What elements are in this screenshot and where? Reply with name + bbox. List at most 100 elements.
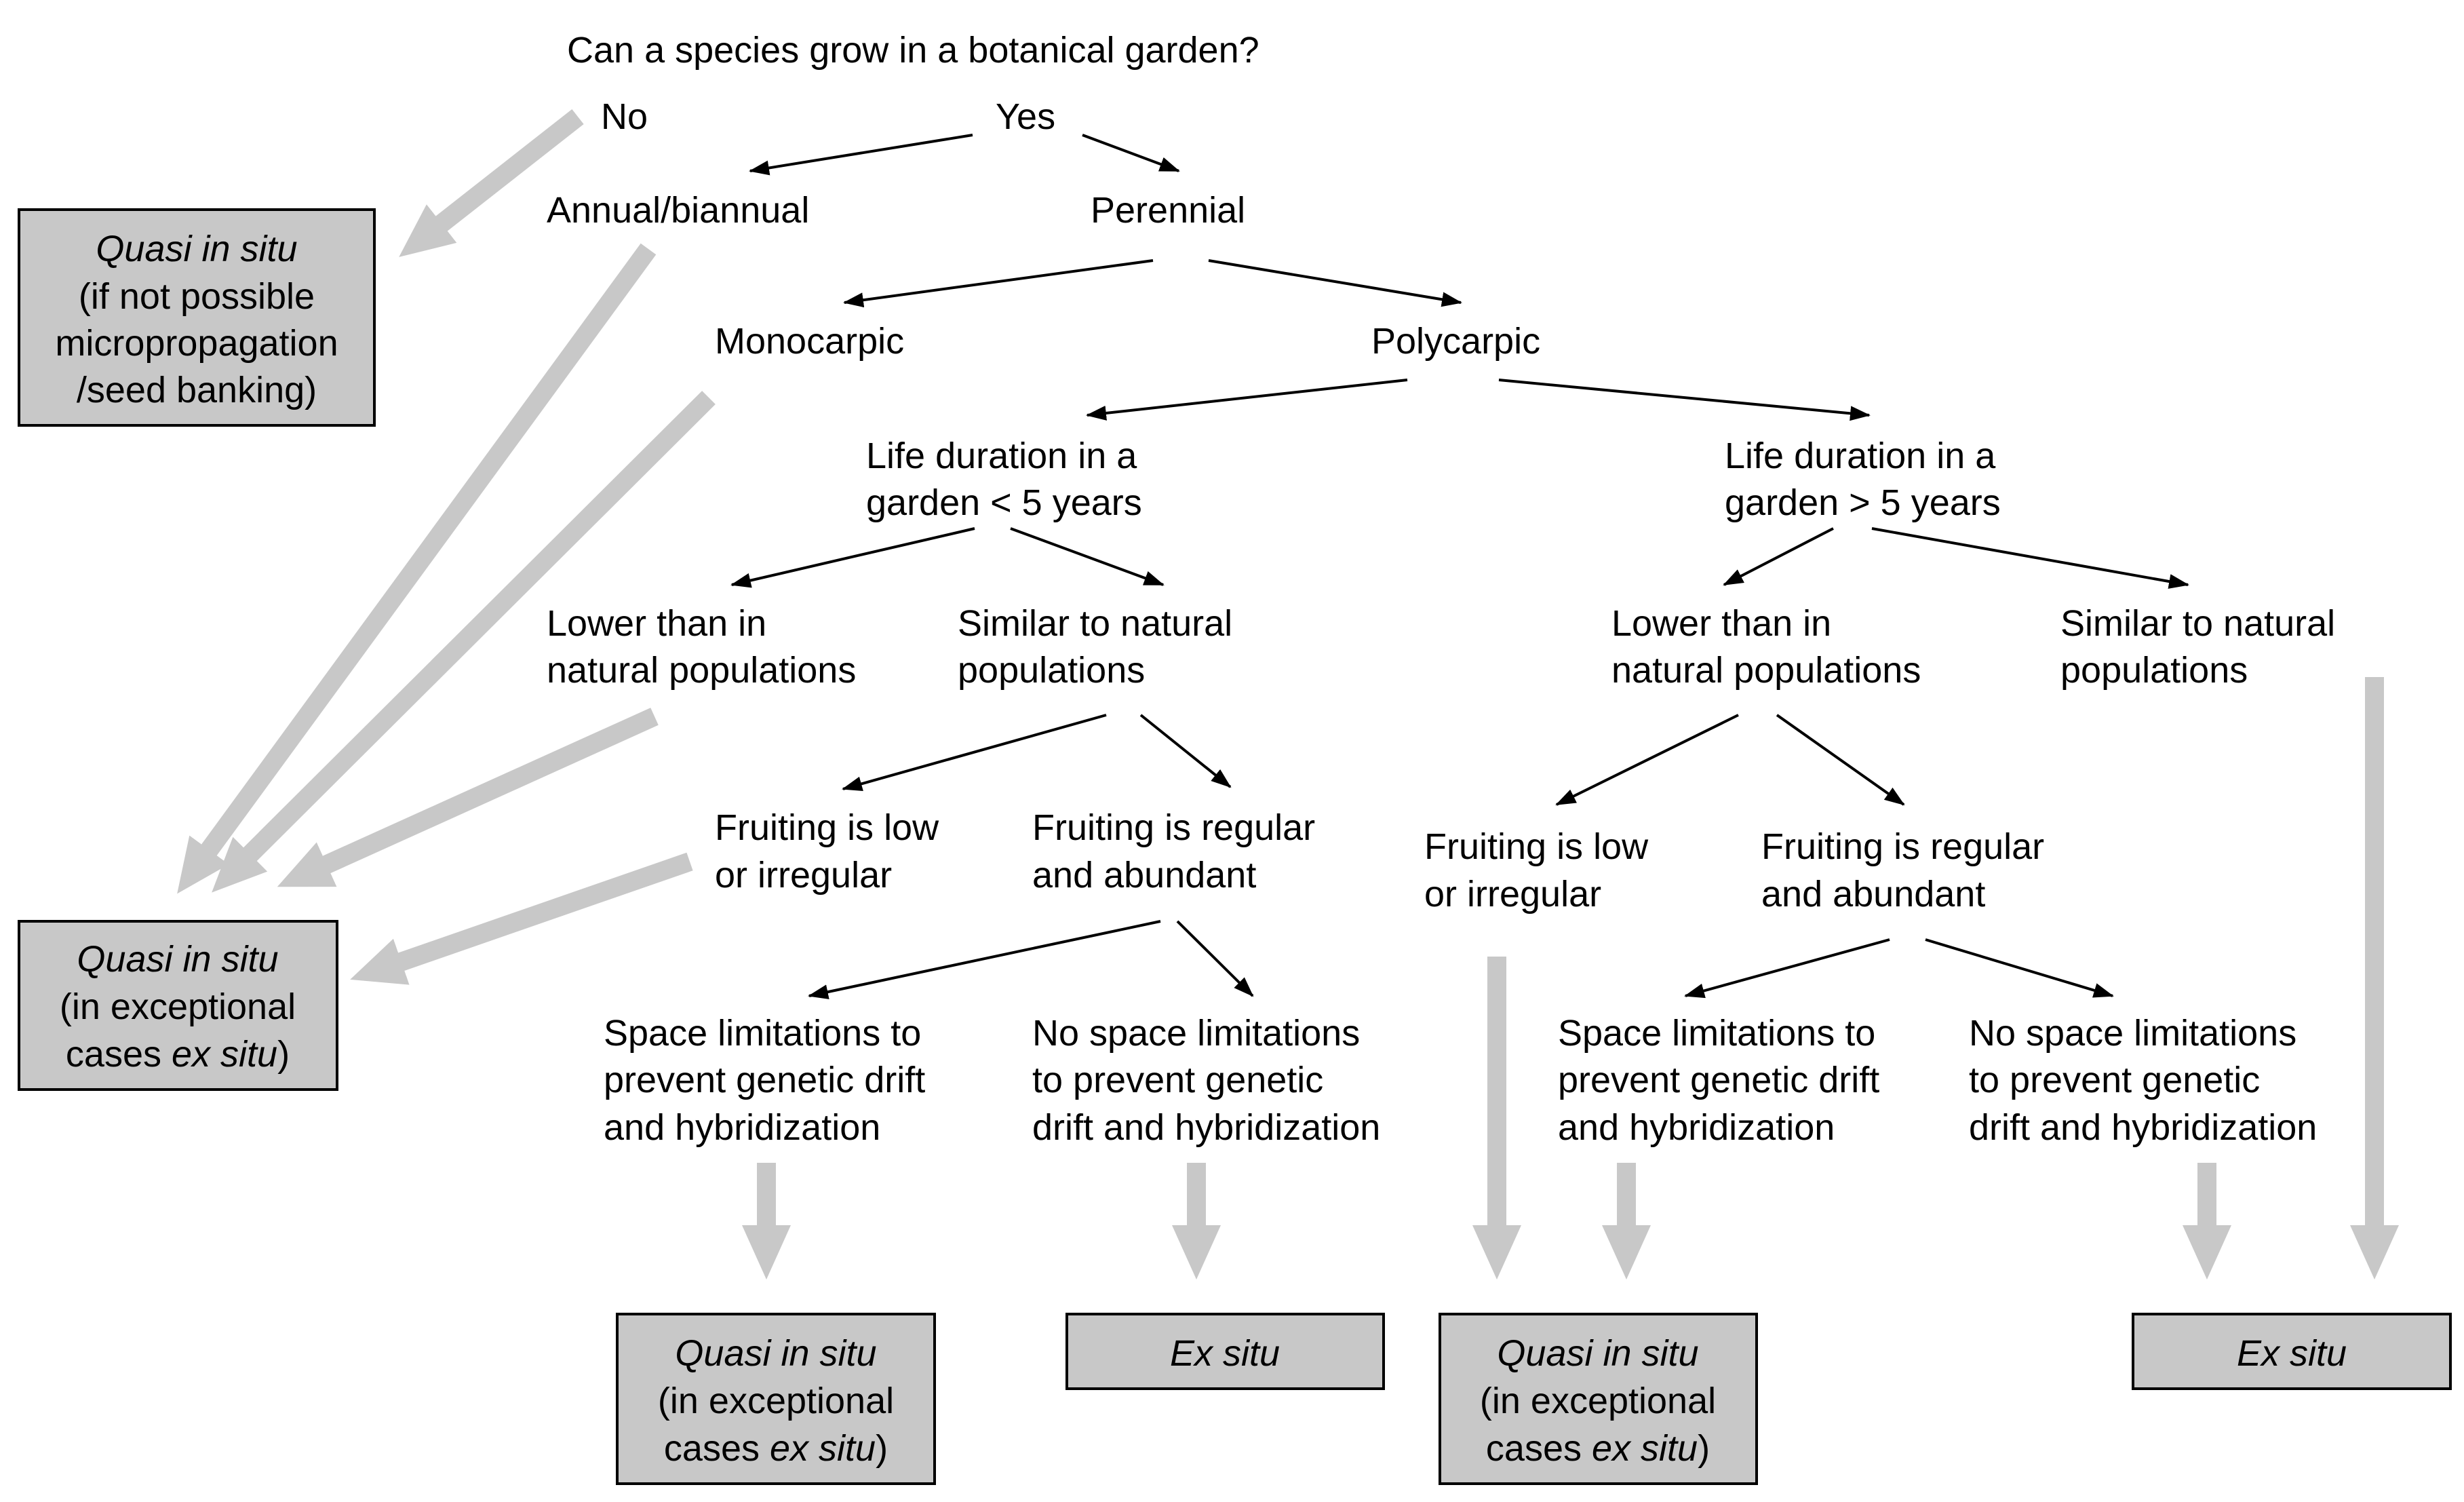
svg-text:Fruiting is low: Fruiting is low — [1424, 826, 1649, 867]
svg-text:Fruiting is regular: Fruiting is regular — [1761, 826, 2044, 867]
node-perennial: Perennial — [1091, 190, 1245, 231]
outcome-quasi-left-line2: (in exceptional — [60, 986, 296, 1027]
node-fruiting-regular-left: Fruiting is regular and abundant — [1032, 807, 1315, 896]
arrow-yes-to-annual — [749, 134, 973, 176]
arrow-lower-right-to-fruiting-low — [1555, 714, 1739, 806]
outcome-quasi-top-line4: /seed banking) — [77, 370, 317, 410]
node-lower-left: Lower than in natural populations — [547, 603, 856, 691]
svg-text:to prevent genetic: to prevent genetic — [1032, 1060, 1323, 1100]
svg-text:Lower than in: Lower than in — [547, 603, 766, 644]
svg-text:and hybridization: and hybridization — [1558, 1107, 1835, 1148]
svg-text:and abundant: and abundant — [1032, 855, 1256, 896]
outcome-quasi-bottom-right: Quasi in situ (in exceptional cases ex s… — [1439, 1313, 1758, 1485]
arrow-fruiting-regular-right-to-space-lim — [1684, 938, 1890, 999]
svg-text:populations: populations — [958, 650, 1145, 691]
node-annual: Annual/biannual — [547, 190, 809, 231]
outcome-ex-situ-left: Ex situ — [1065, 1313, 1385, 1390]
outcome-quasi-bottom-left-title: Quasi in situ — [675, 1333, 876, 1374]
arrow-yes-to-perennial — [1082, 134, 1180, 172]
node-monocarpic: Monocarpic — [715, 321, 904, 362]
outcome-quasi-bottom-left-line3: cases ex situ) — [664, 1428, 888, 1469]
arrow-perennial-to-monocarpic — [843, 259, 1154, 308]
answer-yes: Yes — [996, 96, 1055, 137]
arrow-polycarpic-to-short — [1086, 379, 1408, 421]
arrow-short-to-lower — [730, 527, 975, 588]
gray-arrow-lower-to-quasi — [277, 708, 659, 887]
svg-text:Life duration in a: Life duration in a — [1725, 436, 1996, 476]
arrow-fruiting-regular-right-to-no-space — [1925, 938, 2114, 998]
outcome-ex-situ-right-label: Ex situ — [2237, 1333, 2347, 1374]
node-fruiting-low-right: Fruiting is low or irregular — [1424, 826, 1649, 914]
node-duration-long: Life duration in a garden > 5 years — [1725, 436, 2001, 523]
svg-text:Lower than in: Lower than in — [1611, 603, 1831, 644]
gray-arrow-annual-to-quasi — [177, 243, 657, 894]
svg-text:drift and hybridization: drift and hybridization — [1969, 1107, 2317, 1148]
svg-text:or irregular: or irregular — [1424, 874, 1601, 914]
outcome-quasi-bottom-right-line2: (in exceptional — [1480, 1381, 1716, 1421]
svg-text:garden < 5 years: garden < 5 years — [866, 482, 1142, 523]
node-similar-right: Similar to natural populations — [2060, 603, 2335, 691]
arrow-fruiting-regular-to-space-lim — [808, 920, 1161, 999]
svg-text:No space limitations: No space limitations — [1969, 1013, 2296, 1054]
svg-text:Similar to natural: Similar to natural — [2060, 603, 2335, 644]
outcome-quasi-bottom-left: Quasi in situ (in exceptional cases ex s… — [616, 1313, 936, 1485]
svg-text:Similar to natural: Similar to natural — [958, 603, 1232, 644]
svg-text:and abundant: and abundant — [1761, 874, 1985, 914]
svg-text:Fruiting is low: Fruiting is low — [715, 807, 939, 848]
arrow-polycarpic-to-long — [1498, 379, 1871, 421]
outcome-quasi-top-line2: (if not possible — [79, 276, 315, 317]
outcome-quasi-bottom-right-line3: cases ex situ) — [1486, 1428, 1710, 1469]
arrow-perennial-to-polycarpic — [1208, 259, 1462, 307]
outcome-ex-situ-left-label: Ex situ — [1170, 1333, 1280, 1374]
question-title: Can a species grow in a botanical garden… — [567, 30, 1259, 71]
arrow-long-to-lower — [1723, 527, 1834, 586]
svg-text:populations: populations — [2060, 650, 2248, 691]
svg-text:Space limitations to: Space limitations to — [604, 1013, 921, 1054]
outcome-quasi-left-line3: cases ex situ) — [66, 1034, 290, 1075]
arrow-short-to-similar — [1010, 527, 1165, 586]
gray-arrow-monocarpic-to-quasi — [212, 391, 716, 893]
svg-text:No space limitations: No space limitations — [1032, 1013, 1360, 1054]
gray-arrows — [177, 109, 2399, 1279]
svg-text:Life duration in a: Life duration in a — [866, 436, 1137, 476]
outcome-quasi-top-line3: micropropagation — [55, 323, 338, 364]
svg-text:and hybridization: and hybridization — [604, 1107, 880, 1148]
arrow-fruiting-regular-to-no-space — [1176, 920, 1254, 997]
svg-text:prevent genetic drift: prevent genetic drift — [604, 1060, 925, 1100]
node-no-space-left: No space limitations to prevent genetic … — [1032, 1013, 1380, 1148]
svg-text:prevent genetic drift: prevent genetic drift — [1558, 1060, 1879, 1100]
arrow-lower-right-to-fruiting-regular — [1776, 714, 1905, 806]
node-no-space-right: No space limitations to prevent genetic … — [1969, 1013, 2317, 1148]
node-space-lim-left: Space limitations to prevent genetic dri… — [604, 1013, 925, 1148]
outcome-quasi-bottom-left-line2: (in exceptional — [658, 1381, 894, 1421]
node-fruiting-low-left: Fruiting is low or irregular — [715, 807, 939, 896]
node-fruiting-regular-right: Fruiting is regular and abundant — [1761, 826, 2044, 914]
arrow-long-to-similar — [1871, 527, 2189, 589]
node-similar-left: Similar to natural populations — [958, 603, 1232, 691]
node-duration-short: Life duration in a garden < 5 years — [866, 436, 1142, 523]
answer-no: No — [601, 96, 648, 137]
gray-arrow-no-to-quasi-top — [399, 109, 584, 257]
outcome-quasi-left-title: Quasi in situ — [77, 939, 278, 980]
gray-arrow-fruiting-low-to-quasi — [350, 852, 693, 985]
svg-text:Space limitations to: Space limitations to — [1558, 1013, 1875, 1054]
node-lower-right: Lower than in natural populations — [1611, 603, 1921, 691]
node-space-lim-right: Space limitations to prevent genetic dri… — [1558, 1013, 1879, 1148]
svg-text:natural populations: natural populations — [547, 650, 856, 691]
outcome-quasi-top: Quasi in situ (if not possible microprop… — [18, 208, 376, 427]
svg-text:drift and hybridization: drift and hybridization — [1032, 1107, 1380, 1148]
svg-text:or irregular: or irregular — [715, 855, 892, 896]
svg-text:natural populations: natural populations — [1611, 650, 1921, 691]
outcome-quasi-left: Quasi in situ (in exceptional cases ex s… — [18, 920, 338, 1091]
outcome-ex-situ-right: Ex situ — [2132, 1313, 2452, 1390]
svg-text:Fruiting is regular: Fruiting is regular — [1032, 807, 1315, 848]
outcome-quasi-top-line1: Quasi in situ — [96, 229, 297, 269]
node-polycarpic: Polycarpic — [1371, 321, 1540, 362]
svg-text:to prevent genetic: to prevent genetic — [1969, 1060, 2260, 1100]
arrow-similar-to-fruiting-regular — [1139, 714, 1232, 788]
arrow-similar-to-fruiting-low — [842, 714, 1107, 792]
svg-text:garden > 5 years: garden > 5 years — [1725, 482, 2001, 523]
outcome-quasi-bottom-right-title: Quasi in situ — [1497, 1333, 1698, 1374]
black-arrows — [730, 134, 2189, 999]
